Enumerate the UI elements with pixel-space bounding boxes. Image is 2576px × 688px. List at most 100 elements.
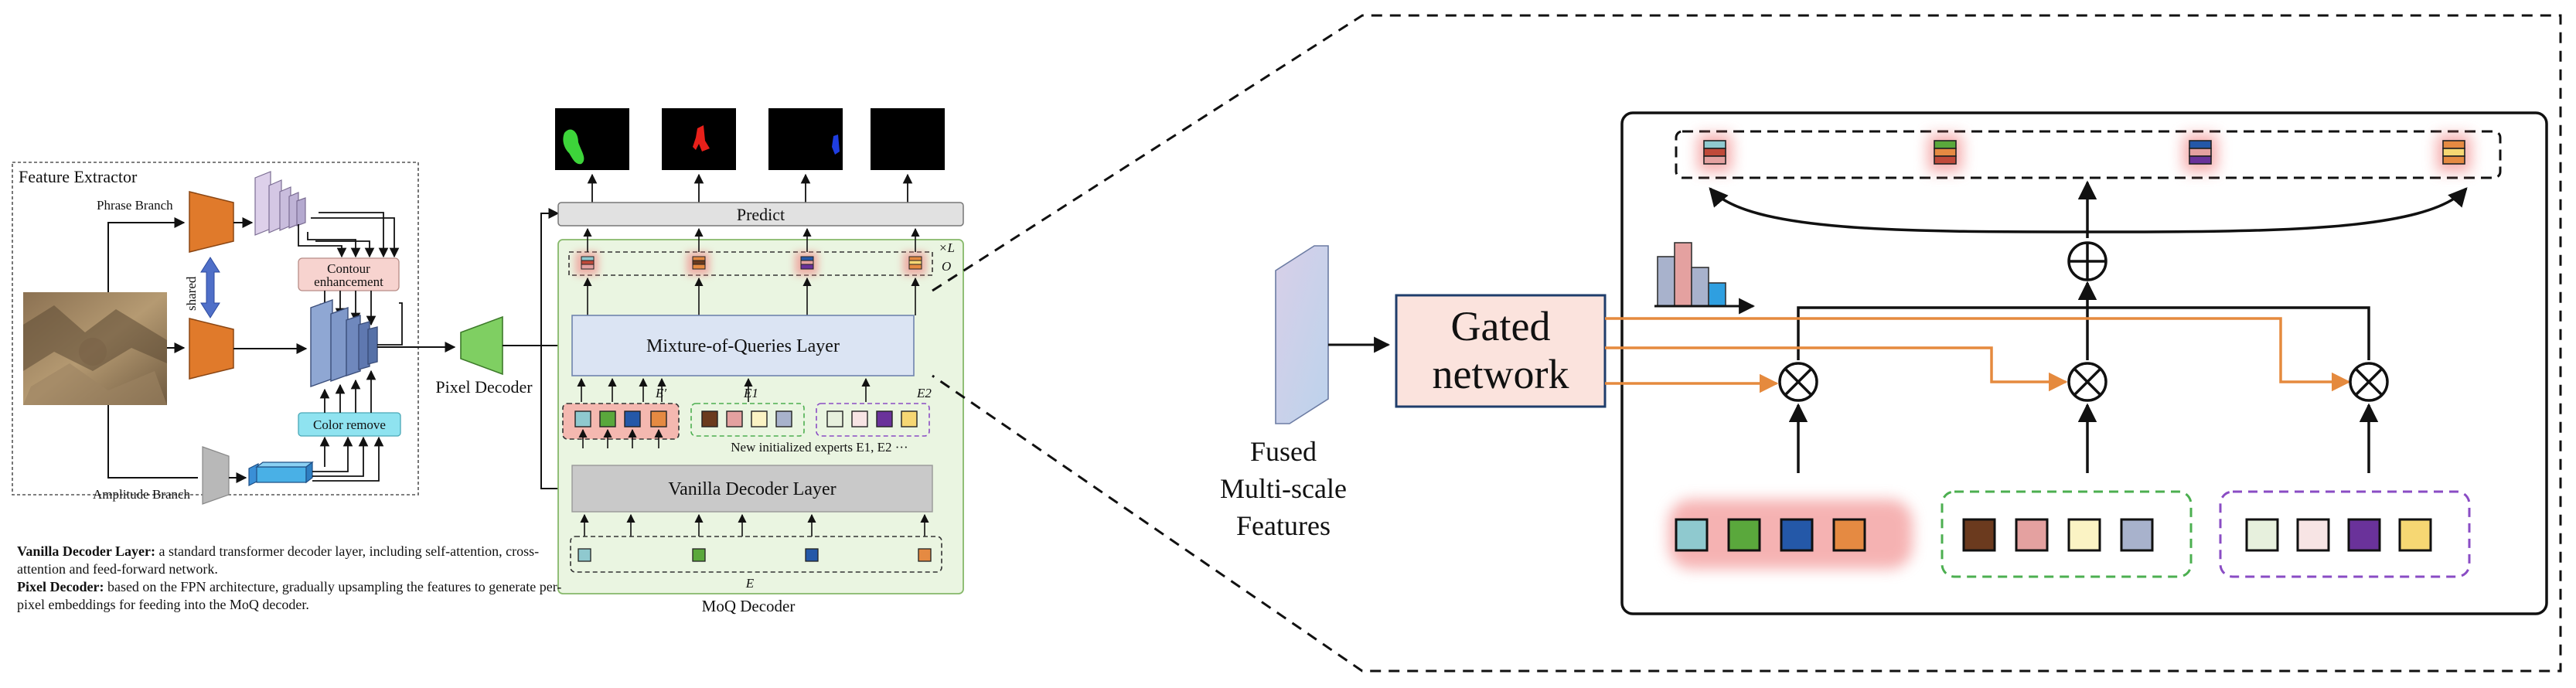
e2-tokens [826,410,918,427]
output-masks [555,108,945,170]
e-queries-dashed-box [570,536,942,573]
e1-label: E1 [743,386,758,400]
expert-group-1-token-3 [1780,518,1814,552]
amplitude-branch-line [107,405,198,479]
o-token-1 [575,252,598,275]
caption-pixel-text: based on the FPN architecture, gradually… [17,579,562,612]
e2-label: E2 [916,386,932,400]
fused-label-line1: Fused [1250,436,1317,467]
pixel-decoder-trapezoid [460,315,503,376]
predict-label: Predict [737,205,785,224]
moq-decoder: MoQ Decoder Predict ×L O [555,108,964,615]
main-encoder-trapezoid [189,318,234,380]
contour-enhancement-line1: Contour [327,261,370,276]
mask-3 [768,108,843,170]
e-tokens [578,548,932,562]
caption-pixel: Pixel Decoder: based on the FPN architec… [17,578,581,614]
contour-enhancement-line2: enhancement [314,274,383,289]
o-token-3 [795,252,818,275]
multiply-operator-1-icon [1778,362,1818,402]
repeat-L-label: ×L [939,240,955,255]
fused-label-line3: Features [1236,510,1331,541]
gating-orange-arrows [1605,317,2351,393]
detail-panel-box [1620,111,2548,615]
expert-group-3 [2219,490,2471,578]
e-prime-label: E′ [655,386,666,400]
mask-4 [871,108,945,170]
multiplier-to-sum-lines [1797,281,2370,360]
expert-group-3-dashed-box [2219,490,2471,578]
output-tokens [1698,135,2471,172]
mask-3-shape [832,135,840,155]
new-experts-label: New initialized experts E1, E2 ··· [731,440,908,455]
vanilla-decoder-layer [571,465,933,513]
expert-group-2 [1941,490,2193,578]
amplitude-branch-label: Amplitude Branch [93,487,191,502]
phrase-branch-label: Phrase Branch [97,198,173,213]
main-feature-maps [310,299,378,387]
expert-group-3-token-4 [2398,518,2432,552]
expert-group-2-token-2 [2015,518,2049,552]
expert-group-3-token-1 [2245,518,2279,552]
mixture-of-queries-label: Mixture-of-Queries Layer [646,336,840,356]
phrase-to-contour-connectors [298,212,400,258]
contour-enhancement-box [298,257,400,291]
o-query-tokens [575,252,926,275]
expert-group-3-token-2 [2296,518,2330,552]
moq-decoder-label: MoQ Decoder [702,597,796,615]
caption-pixel-title: Pixel Decoder: [17,579,104,594]
expert-group-1-token-2 [1727,518,1761,552]
gated-network-box [1395,294,1607,408]
expert-to-multiplier-arrows [1788,403,2379,473]
feature-extractor-box [12,162,419,496]
e-label: E [745,576,755,591]
color-remove-to-features-connectors [319,370,377,413]
shared-label: shared [184,276,199,311]
color-remove-box [298,412,401,437]
multiply-operator-2-icon [2067,362,2107,402]
expert-group-1-token-4 [1832,518,1866,552]
pixel-decoder-label: Pixel Decoder [435,377,533,397]
multiply-operators [1778,362,2389,402]
expert-group-1 [1668,499,1913,569]
input-camouflage-image [23,292,167,405]
expert-group-2-token-1 [1962,518,1996,552]
e-to-vanilla-arrows [580,513,929,536]
fused-label-line2: Multi-scale [1220,473,1347,504]
gated-network-line2: network [1433,351,1569,397]
phrase-feature-maps [254,171,306,236]
output-token-3 [2183,135,2217,172]
expert-group-2-token-3 [2067,518,2101,552]
feature-extractor: Feature Extractor Phrase Branch shared [12,162,419,505]
predict-to-mask-arrows [587,173,913,203]
color-remove-label: Color remove [313,417,386,432]
expert-group-2-token-4 [2120,518,2154,552]
mask-2-shape [693,125,710,152]
amplitude-feature-maps [248,461,314,486]
caption-vanilla-title: Vanilla Decoder Layer: [17,543,155,559]
output-curved-arrows [1709,180,2468,238]
o-token-4 [903,252,926,275]
expert-group-2-dashed-box [1941,490,2193,578]
mixture-to-o-arrows [583,277,920,315]
fused-features-block: Fused Multi-scale Features [1220,245,1391,541]
e1-tokens [701,410,792,427]
caption-vanilla: Vanilla Decoder Layer: a standard transf… [17,543,581,578]
figure-caption: Vanilla Decoder Layer: a standard transf… [17,543,581,614]
o-token-2 [687,252,710,275]
shared-double-arrow [200,257,220,318]
e-prime-dashed-box [562,403,680,440]
expert-group-1-token-1 [1675,518,1709,552]
output-token-1 [1698,135,1732,172]
amplitude-encoder-trapezoid [202,446,230,505]
sum-operator-icon [2067,241,2107,281]
e-prime-input-arrows [578,428,663,448]
e1-dashed-box [690,403,805,437]
mixture-of-queries-layer [571,315,915,376]
multiply-operator-3-icon [2349,362,2389,402]
output-tokens-dashed-box [1675,130,2502,179]
caption-vanilla-text: a standard transformer decoder layer, in… [17,543,540,577]
o-queries-dashed-box [568,251,933,276]
o-label: O [942,259,951,274]
